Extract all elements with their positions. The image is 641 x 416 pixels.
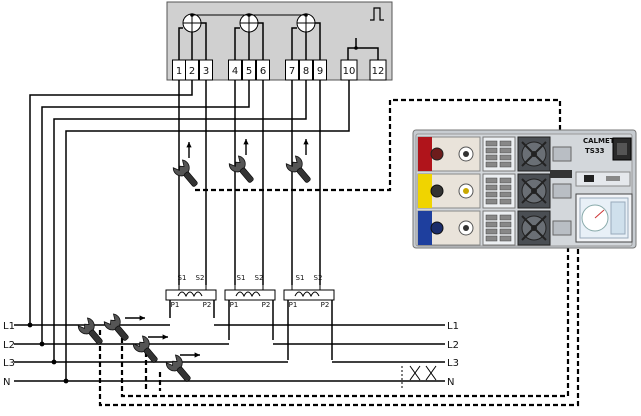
terminal-8: 8 — [299, 59, 313, 81]
ct-1-p2-label: P2 — [203, 301, 212, 309]
voltage-leads — [29, 80, 350, 381]
terminal-label: 6 — [260, 66, 266, 77]
terminal-1: 1 — [172, 59, 186, 81]
test-leads — [98, 98, 580, 407]
device-display — [575, 193, 633, 243]
terminal-label: 12 — [372, 66, 385, 77]
ct-2 — [224, 285, 276, 340]
terminal-5: 5 — [242, 59, 256, 81]
ct-2-s1-label: S1 — [237, 274, 246, 282]
square-pulse-icon — [370, 7, 384, 21]
terminal-grid-1 — [482, 136, 516, 172]
ct-1-s2-label: S2 — [196, 274, 205, 282]
terminal-grid-3 — [482, 210, 516, 246]
ct-1 — [165, 285, 217, 318]
terminal-6: 6 — [256, 59, 270, 81]
current-arrow-l2 — [148, 334, 168, 340]
current-arrow-l3 — [180, 352, 200, 358]
current-arrow-1 — [186, 142, 192, 158]
current-leads — [178, 80, 321, 285]
fan-icon — [517, 173, 551, 209]
terminal-label: 10 — [343, 66, 356, 77]
terminal-label: 5 — [246, 66, 252, 77]
clamps — [77, 139, 311, 382]
terminal-label: 1 — [176, 66, 182, 77]
load-symbol — [401, 365, 437, 390]
terminal-2: 2 — [185, 59, 199, 81]
ct-2-p1-label: P1 — [230, 301, 239, 309]
ct-3 — [283, 285, 335, 360]
terminal-label: 8 — [303, 66, 309, 77]
calmet-ts33-device: CALMET TS33 — [412, 129, 637, 249]
clamp-icon-n — [165, 354, 191, 382]
selector-switch — [584, 175, 594, 182]
clamp-icon-l1 — [77, 317, 103, 345]
current-arrow-3 — [303, 139, 309, 155]
terminal-label: 9 — [317, 66, 323, 77]
line-label-l2-right: L2 — [447, 340, 459, 351]
clamp-icon-ct3 — [285, 155, 311, 183]
device-model: TS33 — [585, 147, 605, 155]
supply-lines — [14, 322, 445, 384]
fan-icon — [517, 136, 551, 172]
line-label-l1-left: L1 — [3, 321, 15, 332]
phase-panel-1 — [417, 136, 481, 172]
ct-3-s2-label: S2 — [314, 274, 323, 282]
fan-icon — [517, 210, 551, 246]
device-brand: CALMET — [583, 137, 615, 145]
line-label-l3-right: L3 — [447, 358, 459, 369]
terminal-label: 4 — [232, 66, 238, 77]
ct-1-s1-label: S1 — [178, 274, 187, 282]
ct-1-p1-label: P1 — [171, 301, 180, 309]
phase-panel-3 — [417, 210, 481, 246]
terminal-label: 3 — [203, 66, 209, 77]
terminal-10: 10 — [340, 59, 358, 81]
line-label-l3-left: L3 — [3, 358, 15, 369]
phase-panel-2 — [417, 173, 481, 209]
clamp-icon-ct2 — [228, 155, 254, 183]
clamp-icon-l2 — [103, 313, 129, 341]
terminal-label: 7 — [289, 66, 295, 77]
ct-3-p1-label: P1 — [289, 301, 298, 309]
voltage-coil-2 — [239, 13, 259, 33]
terminal-12: 12 — [369, 59, 387, 81]
current-arrow-l1 — [125, 315, 145, 321]
current-arrow-2 — [243, 139, 249, 155]
line-label-l1-right: L1 — [447, 321, 459, 332]
terminal-3: 3 — [199, 59, 213, 81]
ct-3-p2-label: P2 — [321, 301, 330, 309]
terminal-4: 4 — [228, 59, 242, 81]
terminal-9: 9 — [313, 59, 327, 81]
line-label-l2-left: L2 — [3, 340, 15, 351]
terminal-7: 7 — [285, 59, 299, 81]
terminal-grid-2 — [482, 173, 516, 209]
line-label-n-left: N — [3, 377, 10, 388]
clamp-icon-l3 — [132, 335, 158, 363]
ct-2-s2-label: S2 — [255, 274, 264, 282]
line-label-n-right: N — [447, 377, 454, 388]
clamp-icon-ct1 — [172, 159, 198, 187]
ct-3-s1-label: S1 — [296, 274, 305, 282]
terminal-label: 2 — [189, 66, 195, 77]
ct-2-p2-label: P2 — [262, 301, 271, 309]
